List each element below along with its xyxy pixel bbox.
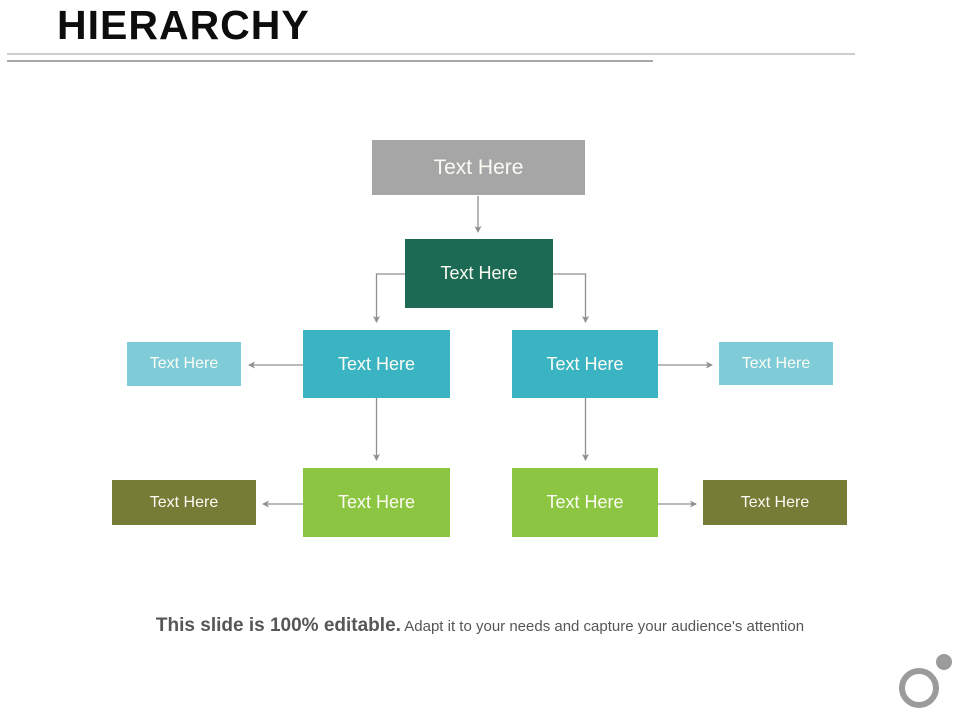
node-side-right-bottom-label: Text Here bbox=[740, 493, 810, 511]
slide-title[interactable]: HIERARCHY bbox=[57, 2, 310, 48]
node-side-right-top-label: Text Here bbox=[741, 354, 811, 372]
node-manager-label: Text Here bbox=[440, 263, 518, 283]
node-branch-left-label: Text Here bbox=[337, 353, 416, 374]
node-leaf-right-label: Text Here bbox=[546, 492, 624, 512]
node-root[interactable]: Text Here bbox=[372, 140, 585, 195]
node-manager[interactable]: Text Here bbox=[405, 239, 553, 308]
footer-regular-text: Adapt it to your needs and capture your … bbox=[400, 618, 805, 635]
connector-manager-to-branch-left bbox=[373, 273, 405, 323]
title-underline-dark bbox=[7, 60, 653, 62]
connector-manager-to-branch-right bbox=[553, 273, 589, 323]
node-branch-left[interactable]: Text Here bbox=[303, 330, 450, 398]
node-leaf-right[interactable]: Text Here bbox=[512, 468, 658, 537]
node-side-left-top[interactable]: Text Here bbox=[127, 342, 241, 386]
node-side-right-bottom[interactable]: Text Here bbox=[703, 480, 847, 525]
logo-ring-icon bbox=[899, 668, 939, 708]
logo-dot-icon bbox=[936, 654, 952, 670]
brand-logo-icon bbox=[899, 654, 952, 708]
node-leaf-left[interactable]: Text Here bbox=[303, 468, 450, 537]
node-side-left-top-label: Text Here bbox=[149, 355, 219, 372]
node-side-left-bottom[interactable]: Text Here bbox=[112, 480, 256, 525]
footer-caption: This slide is 100% editable. Adapt it to… bbox=[0, 615, 960, 637]
title-underline-light bbox=[7, 53, 855, 55]
node-branch-right[interactable]: Text Here bbox=[512, 330, 658, 398]
node-side-left-bottom-label: Text Here bbox=[149, 493, 219, 511]
node-side-right-top[interactable]: Text Here bbox=[719, 342, 833, 385]
footer-bold-text: This slide is 100% editable. bbox=[155, 615, 401, 636]
node-root-label: Text Here bbox=[433, 155, 524, 179]
node-leaf-left-label: Text Here bbox=[337, 492, 416, 512]
node-branch-right-label: Text Here bbox=[546, 353, 624, 374]
